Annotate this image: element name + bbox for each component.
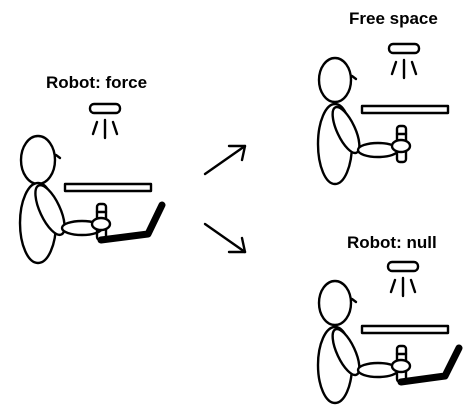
- panel-free-space: Free space: [316, 9, 450, 186]
- arrow-up-right: [203, 144, 247, 176]
- person-figure: [316, 279, 400, 405]
- person-figure: [18, 134, 104, 265]
- grip-handle-icon: [90, 202, 112, 242]
- panel-robot-force: Robot: force: [18, 73, 166, 265]
- person-upper-arm: [331, 105, 361, 155]
- table-top: [360, 324, 450, 335]
- panel-label-robot-force: Robot: force: [46, 73, 147, 92]
- diagonal-arrow-icon: [203, 144, 247, 254]
- robot-arm: [397, 344, 463, 386]
- person-nose: [350, 297, 358, 304]
- person-head: [317, 279, 353, 327]
- grip-handle-icon: [390, 344, 412, 384]
- grip-handle-icon: [390, 124, 412, 164]
- ceiling-lamp-icon: [386, 260, 420, 298]
- panel-robot-null: Robot: null: [316, 233, 463, 405]
- ceiling-lamp-icon: [88, 102, 122, 140]
- arrow-down-right: [203, 222, 247, 254]
- person-upper-arm: [331, 327, 361, 377]
- panel-label-free-space: Free space: [349, 9, 438, 28]
- person-nose: [350, 74, 358, 81]
- panel-label-robot-null: Robot: null: [347, 233, 437, 252]
- ceiling-lamp-icon: [387, 42, 421, 80]
- person-nose: [54, 153, 62, 160]
- person-head: [19, 134, 57, 186]
- table-top: [63, 182, 153, 193]
- table-top: [360, 104, 450, 115]
- person-figure: [316, 56, 400, 186]
- person-upper-arm: [34, 183, 66, 237]
- person-head: [317, 56, 353, 104]
- robot-arm: [97, 201, 166, 244]
